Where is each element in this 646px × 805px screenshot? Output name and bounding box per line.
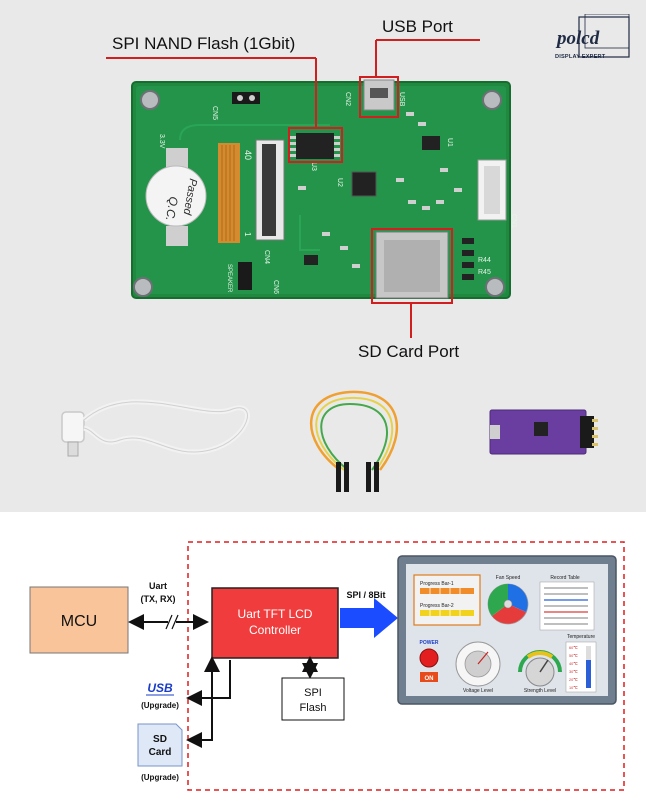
silk-u2: U2: [336, 178, 343, 187]
on-label: ON: [425, 676, 434, 682]
usb-upgrade-label: (Upgrade): [141, 701, 179, 710]
highlight-annotations: [106, 39, 480, 338]
spi-flash-label-1: SPI: [304, 687, 322, 699]
uart-break-mark: [165, 614, 179, 630]
logo-frame-icon: [578, 14, 630, 58]
product-photo-area: CN5 CN2 USB U1 CN1 U3 U2 3.3V 40 1 CN4 C…: [0, 0, 646, 512]
record-table-label: Record Table: [550, 575, 580, 581]
sd-card-port-label: SD Card Port: [358, 342, 460, 361]
spi-flash-label-2: Flash: [300, 702, 327, 714]
silk-cn4: CN4: [263, 250, 270, 264]
sd-label-1: SD: [153, 734, 167, 745]
controller-label-2: Controller: [249, 623, 301, 637]
sd-upgrade-arrow: [186, 672, 213, 748]
power-label: POWER: [420, 640, 439, 646]
silk-speaker: SPEAKER: [226, 264, 232, 293]
temp-tick-3: 40℃: [569, 662, 578, 666]
product-photo-svg: CN5 CN2 USB U1 CN1 U3 U2 3.3V 40 1 CN4 C…: [61, 39, 598, 492]
brand-logo: polcd DISPLAY EXPERT: [553, 14, 631, 66]
qc-line1: Q.C.: [163, 195, 181, 222]
silk-cn5: CN5: [211, 106, 218, 120]
brand-tagline: DISPLAY EXPERT: [555, 54, 606, 60]
temp-tick-2: 50℃: [569, 654, 578, 658]
mcu-label: MCU: [61, 613, 97, 630]
silk-cn2: CN2: [344, 92, 351, 106]
silk-u3: U3: [310, 162, 317, 171]
usb-upgrade-arrow: [186, 660, 231, 706]
sd-label-2: Card: [149, 747, 172, 758]
mcu-block: [29, 586, 129, 654]
silk-cn6: CN6: [272, 280, 279, 294]
progress-bar-1-label: Progress Bar-1: [420, 581, 454, 587]
pcb-silkscreen: CN5 CN2 USB U1 CN1 U3 U2 3.3V 40 1 CN4 C…: [158, 92, 517, 294]
silk-usb: USB: [398, 92, 405, 107]
silk-1: 1: [243, 232, 252, 237]
jumper-wires-image: [309, 390, 398, 492]
fan-speed-label: Fan Speed: [496, 575, 521, 581]
uart-label-1: Uart: [149, 581, 167, 591]
controller-block: [211, 587, 339, 659]
usb-highlight: [359, 76, 399, 118]
voltage-level-label: Voltage Level: [463, 688, 493, 694]
temp-tick-6: 10℃: [569, 686, 578, 690]
silk-cn1: CN1: [510, 214, 517, 228]
temperature-ticks: 60℃ 50℃ 40℃ 30℃ 20℃ 10℃: [569, 646, 578, 690]
module-dashed-boundary: [187, 541, 625, 791]
block-diagram-area: MCU Uart (TX, RX) Uart TFT LCD Controlle…: [0, 512, 646, 800]
usb-adapter-board-image: [489, 409, 598, 455]
strength-level-label: Strength Level: [524, 688, 556, 694]
usb-port-label: USB Port: [382, 17, 453, 36]
spi-nand-label: SPI NAND Flash (1Gbit): [112, 34, 296, 53]
temp-tick-5: 20℃: [569, 678, 578, 682]
silk-u1: U1: [446, 138, 453, 147]
silk-40: 40: [243, 150, 253, 160]
temp-tick-4: 30℃: [569, 670, 578, 674]
lcd-screen-mockup: Progress Bar-1 Progress Bar-2 Fan Speed …: [397, 555, 617, 705]
temp-tick-1: 60℃: [569, 646, 578, 650]
sd-card-icon: [137, 723, 183, 767]
brand-name: polcd: [557, 28, 600, 49]
controller-label-1: Uart TFT LCD: [238, 607, 313, 621]
usb-icon: USB: [147, 681, 173, 695]
temperature-label: Temperature: [567, 634, 595, 640]
block-diagram-svg: MCU Uart (TX, RX) Uart TFT LCD Controlle…: [29, 541, 625, 791]
usb-cable-image: [61, 399, 250, 457]
silk-3v3: 3.3V: [158, 134, 165, 149]
uart-label-2: (TX, RX): [141, 594, 176, 604]
silk-r44: R44: [478, 257, 491, 264]
spi-8bit-arrow: [340, 598, 398, 638]
sd-upgrade-label: (Upgrade): [141, 773, 179, 782]
spi-flash-block: [281, 677, 345, 721]
progress-bar-2-label: Progress Bar-2: [420, 603, 454, 609]
spi-8bit-label: SPI / 8Bit: [346, 590, 385, 600]
silk-r45: R45: [478, 269, 491, 276]
pcb-board: [131, 79, 511, 299]
